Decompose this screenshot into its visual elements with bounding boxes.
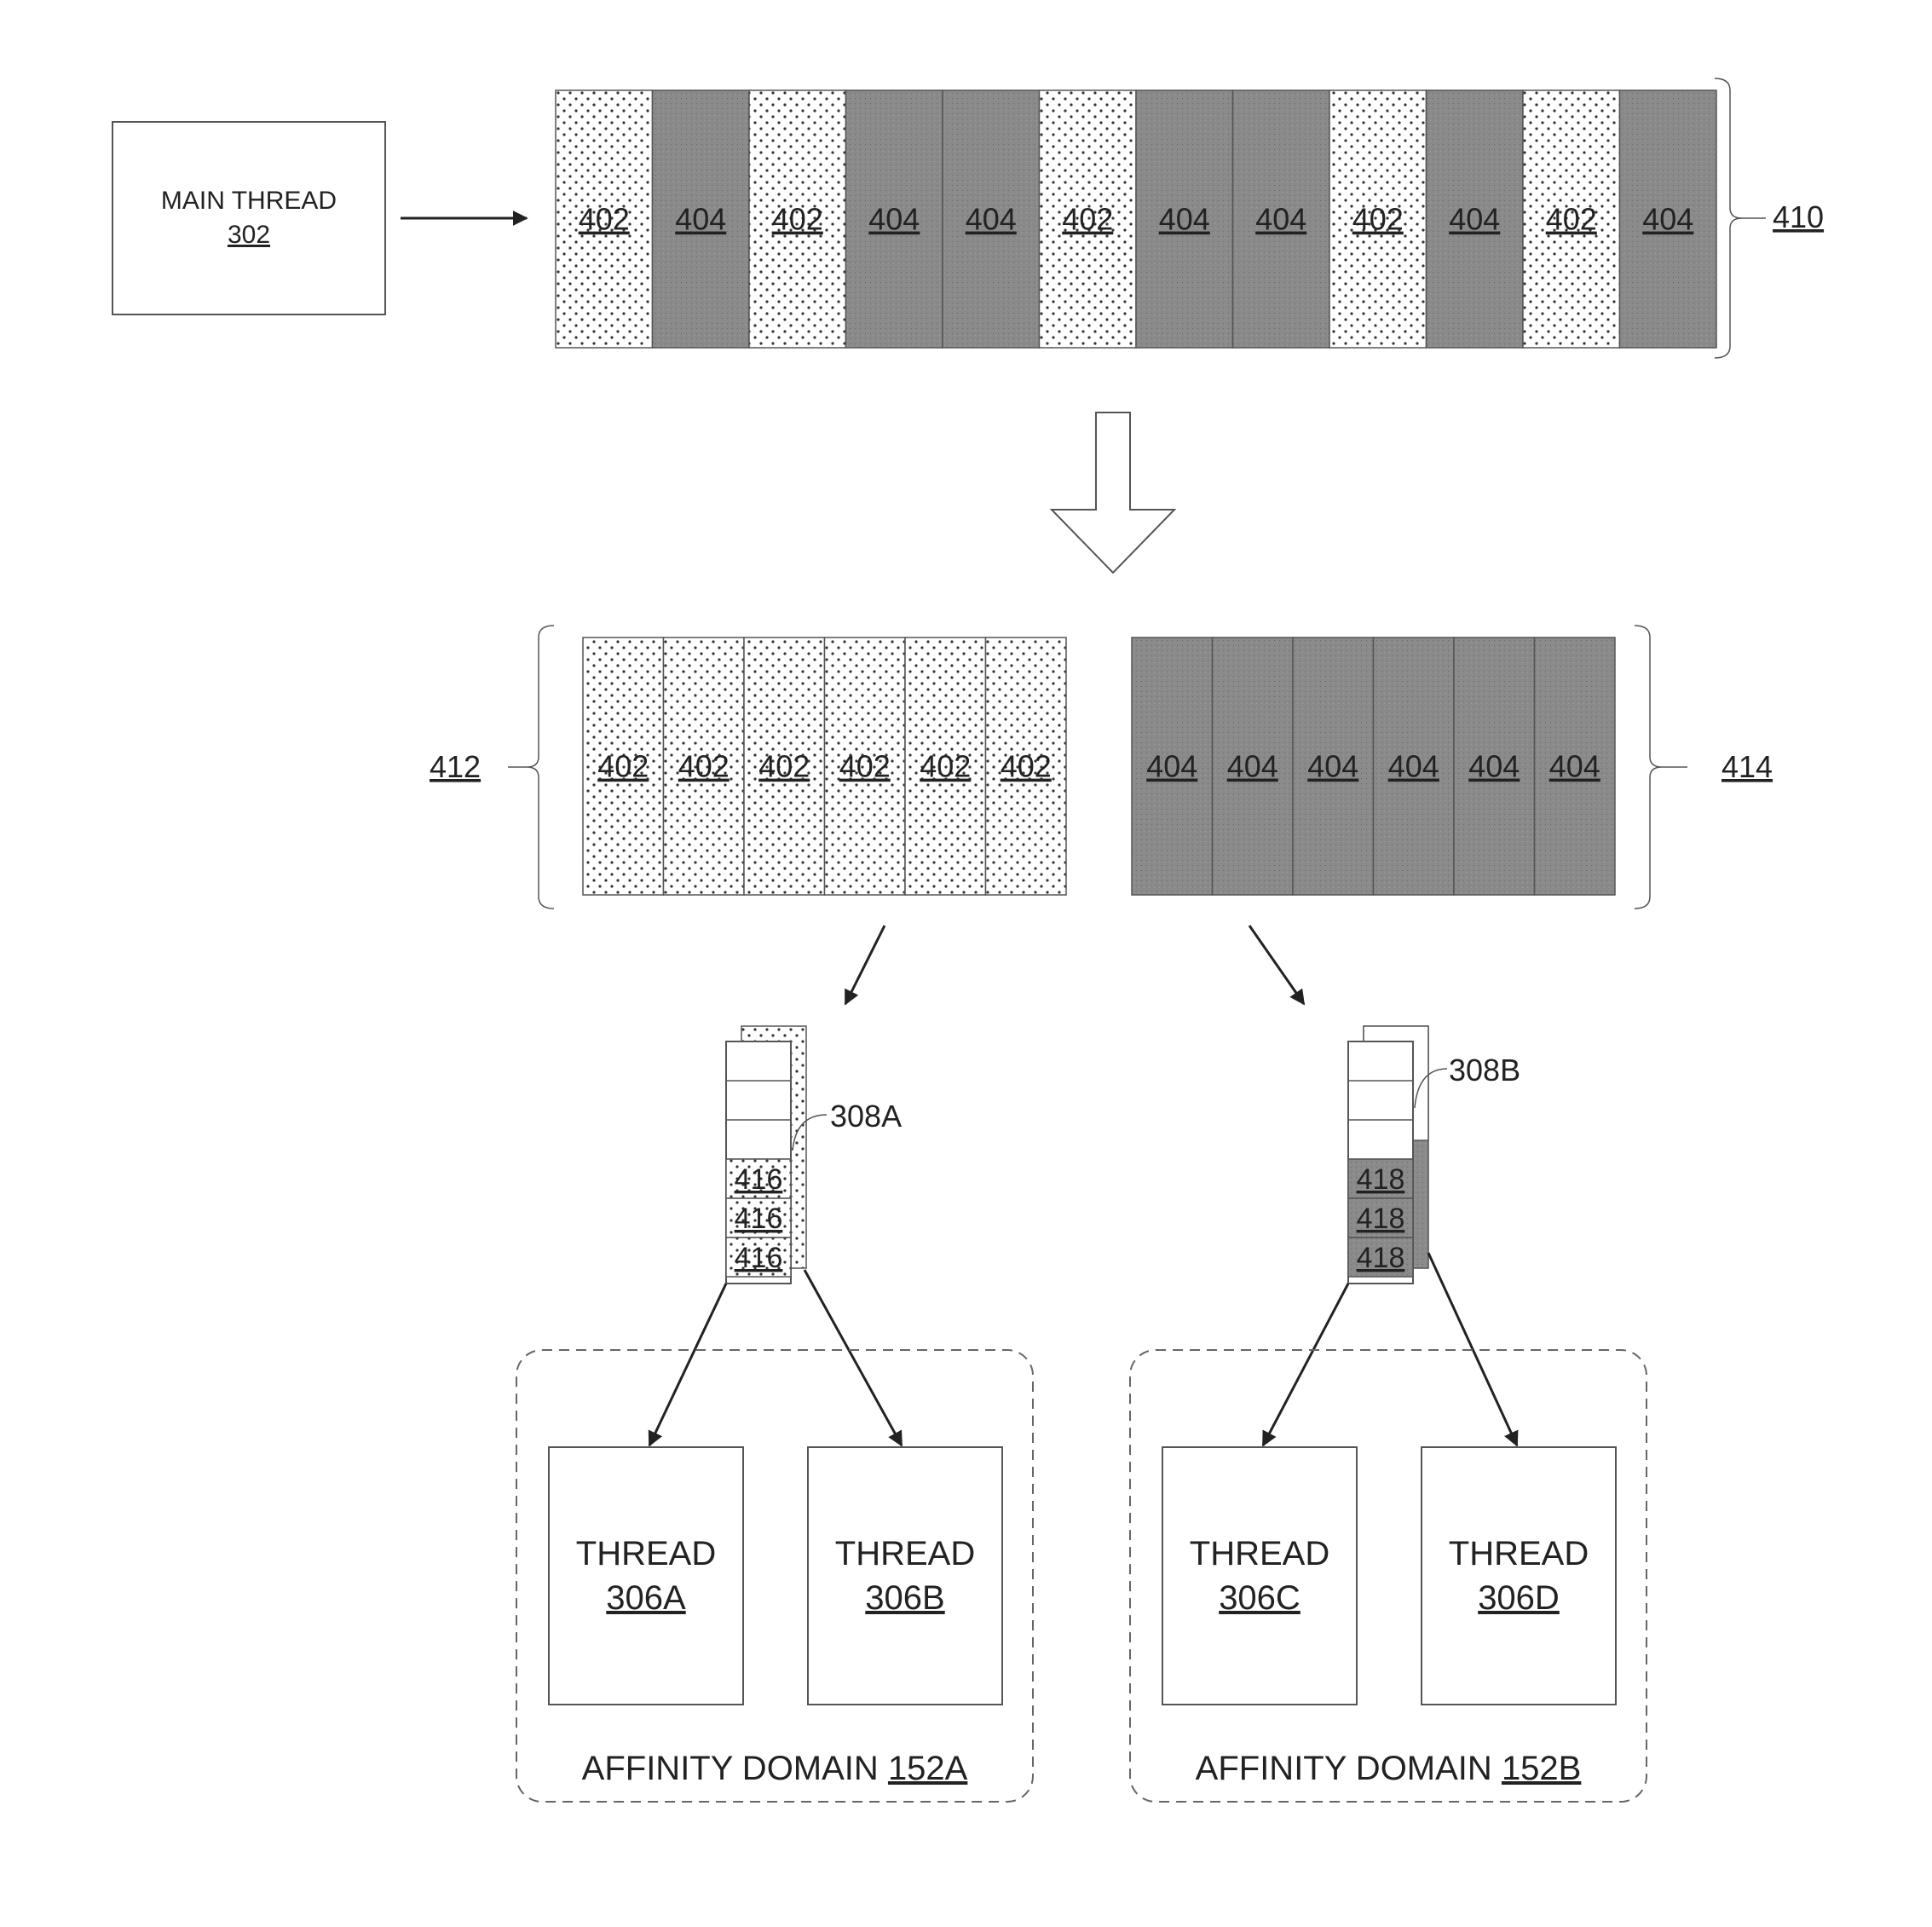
- group-412-cell-label: 402: [758, 749, 810, 784]
- sequence-410: 402 404 402 404 404 402 404 404 402 404 402 404: [556, 90, 1716, 348]
- sequence-cell-label: 404: [1642, 202, 1693, 237]
- sequence-cell-label: 404: [1255, 202, 1306, 237]
- main-thread-ref: 302: [228, 221, 270, 249]
- group-412-cell-label: 402: [1001, 749, 1052, 784]
- queue-308B: 418 418 418 308B: [1348, 1026, 1520, 1284]
- group-414-cell-label: 404: [1146, 749, 1197, 784]
- ref-412: 412: [430, 749, 481, 784]
- group-412-cell-label: 402: [597, 749, 649, 784]
- main-thread-box: MAIN THREAD 302: [112, 122, 385, 314]
- thread-306C-box: THREAD 306C: [1162, 1447, 1357, 1705]
- group-414-cell-label: 404: [1468, 749, 1520, 784]
- sequence-cell-label: 402: [772, 202, 823, 237]
- queue-308A-item-label: 416: [735, 1242, 783, 1274]
- group-414: 404 404 404 404 404 404: [1132, 638, 1615, 895]
- thread-306A-ref: 306A: [606, 1579, 686, 1617]
- sequence-cell-label: 404: [1449, 202, 1500, 237]
- bracket-412: [527, 626, 554, 909]
- group-412-cell-label: 402: [839, 749, 891, 784]
- group-414-cell-label: 404: [1388, 749, 1439, 784]
- queue-308A-item-label: 416: [735, 1163, 783, 1196]
- thread-306B-ref: 306B: [865, 1579, 944, 1617]
- bracket-410: [1715, 78, 1742, 358]
- ref-410: 410: [1773, 199, 1824, 234]
- group-414-cell-label: 404: [1549, 749, 1600, 784]
- main-thread-title: MAIN THREAD: [161, 187, 337, 215]
- affinity-domain-152A: THREAD 306A THREAD 306B AFFINITY DOMAIN …: [516, 1350, 1033, 1802]
- sequence-cell-label: 404: [1159, 202, 1210, 237]
- affinity-domain-152B: THREAD 306C THREAD 306D AFFINITY DOMAIN …: [1130, 1350, 1647, 1802]
- sequence-cell-label: 404: [868, 202, 920, 237]
- sequence-cell-label: 404: [675, 202, 726, 237]
- thread-306D-box: THREAD 306D: [1422, 1447, 1616, 1705]
- ref-414: 414: [1721, 749, 1773, 784]
- queue-308A: 416 416 416 308A: [726, 1026, 902, 1284]
- thread-306C-ref: 306C: [1219, 1579, 1300, 1617]
- arrow-308A-to-306A: [649, 1284, 726, 1445]
- group-412: 402 402 402 402 402 402: [583, 638, 1066, 895]
- thread-306A-box: THREAD 306A: [549, 1447, 743, 1705]
- group-412-cell-label: 402: [678, 749, 730, 784]
- sequence-cell-label: 402: [1546, 202, 1597, 237]
- queue-308B-item-label: 418: [1357, 1163, 1405, 1196]
- arrow-308B-to-306C: [1263, 1284, 1348, 1445]
- transform-down-arrow: [1052, 413, 1174, 573]
- group-414-cell-label: 404: [1227, 749, 1278, 784]
- thread-306B-box: THREAD 306B: [808, 1447, 1002, 1705]
- queue-308B-item-label: 418: [1357, 1242, 1405, 1274]
- ref-308A: 308A: [830, 1099, 902, 1134]
- affinity-domain-152A-label: AFFINITY DOMAIN 152A: [582, 1750, 968, 1787]
- affinity-domain-152B-label: AFFINITY DOMAIN 152B: [1196, 1750, 1582, 1787]
- queue-308A-item-label: 416: [735, 1203, 783, 1235]
- arrow-414-to-308B: [1249, 926, 1304, 1004]
- thread-306D-title: THREAD: [1449, 1535, 1589, 1572]
- queue-308B-item-label: 418: [1357, 1203, 1405, 1235]
- sequence-cell-label: 404: [966, 202, 1017, 237]
- ref-308B: 308B: [1449, 1053, 1520, 1088]
- arrow-308A-to-306B: [805, 1270, 902, 1445]
- bracket-414: [1635, 626, 1662, 909]
- group-412-cell-label: 402: [920, 749, 971, 784]
- thread-306B-title: THREAD: [835, 1535, 975, 1572]
- thread-306C-title: THREAD: [1190, 1535, 1329, 1572]
- group-414-cell-label: 404: [1307, 749, 1358, 784]
- arrow-412-to-308A: [845, 926, 885, 1004]
- thread-306D-ref: 306D: [1478, 1579, 1560, 1617]
- sequence-cell-label: 402: [1352, 202, 1404, 237]
- sequence-cell-label: 402: [1062, 202, 1113, 237]
- thread-306A-title: THREAD: [576, 1535, 716, 1572]
- sequence-cell-label: 402: [579, 202, 630, 237]
